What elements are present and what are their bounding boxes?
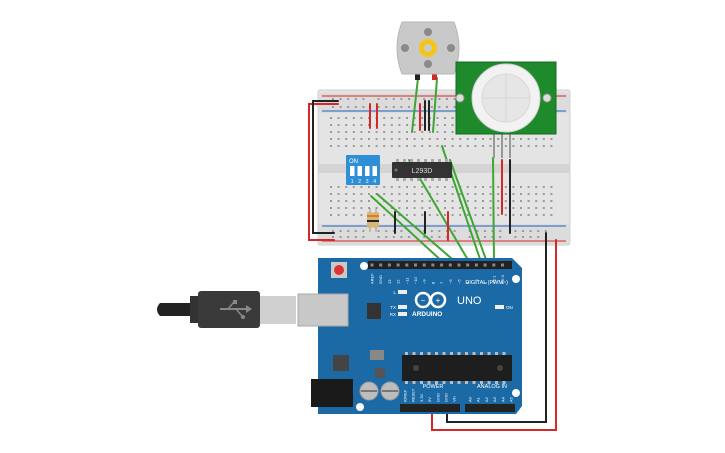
pir-dome-icon [471,63,541,133]
wire-signal-6[interactable] [492,157,495,266]
pin-label: 4 [465,281,470,284]
reset-button[interactable] [331,262,347,278]
header-pin[interactable] [379,263,383,267]
svg-text:−: − [421,296,426,305]
wire-signal-5[interactable] [449,159,489,266]
header-pin[interactable] [414,263,417,267]
led-l: L [393,290,407,295]
pir-sensor[interactable] [455,61,557,158]
pin-label: ~5 [457,279,462,284]
dip-toggle[interactable] [357,166,363,176]
power-header[interactable] [400,404,460,412]
analog-header[interactable] [465,404,515,412]
svg-text:TX: TX [390,305,396,310]
header-pin[interactable] [492,263,496,267]
header-pin[interactable] [387,263,391,267]
pin-label: 5V [427,397,432,402]
model-label: UNO [457,295,482,307]
wire-signal-2[interactable] [376,193,460,266]
dip-position-label: 3 [366,179,369,185]
header-pin[interactable] [396,263,400,267]
resistor-2[interactable] [373,208,379,232]
dip-position-label: 1 [351,179,354,185]
header-pin[interactable] [466,263,470,267]
wire-black-right[interactable] [446,232,547,423]
pin-label: RX 0 [500,274,505,284]
dip-toggle[interactable] [365,166,370,176]
pin-label: 2 [483,281,488,284]
gear-icon [419,39,437,57]
pin-label: A1 [476,396,481,402]
pin-label: GND [378,275,383,284]
header-pin[interactable] [448,263,452,267]
wire-red-right[interactable] [431,239,557,431]
pin-label: GND [435,393,440,402]
pin-label: A0 [468,396,473,402]
led-on: ON [495,305,513,310]
wire-signal-1[interactable] [370,195,447,266]
pin-label: 7 [439,281,444,284]
pin-label: 12 [396,279,401,284]
dip-on-label: ON [349,159,358,165]
pin-label: ~9 [422,279,427,284]
pin-label: A3 [492,396,497,402]
pin-label: A2 [484,396,489,402]
svg-text:RX: RX [390,312,396,317]
wire-red-left[interactable] [308,103,339,241]
header-pin[interactable] [457,263,461,267]
header-pin[interactable] [440,263,444,267]
header-pin[interactable] [483,263,487,267]
infinity-logo-icon: − + [414,291,447,309]
usb-cable[interactable] [157,291,296,328]
chip-label: L293D [412,168,433,175]
usb-icon [220,300,252,319]
pin-label: 8 [430,281,435,284]
svg-text:ON: ON [506,305,513,310]
header-pin[interactable] [370,263,374,267]
power-label: POWER [423,384,444,390]
header-pin[interactable] [405,263,409,267]
pin-label: A5 [509,396,514,402]
pin-label: ~6 [448,279,453,284]
wire-black-left[interactable] [312,100,339,234]
pin-label: A4 [500,396,505,402]
pin-label: 13 [387,279,392,284]
l293d-chip[interactable]: L293D [392,159,452,181]
pin-label: RESET [411,388,416,402]
header-pin[interactable] [422,263,426,267]
pin-label: AREF [370,273,375,284]
svg-text:L: L [393,290,396,295]
dip-toggle[interactable] [350,166,355,176]
led-rx: RX [390,312,407,317]
header-pin[interactable] [431,263,435,267]
pin-label: 3.3V [419,393,424,402]
dip-toggle[interactable] [372,166,378,176]
pin-label: ~3 [474,279,479,284]
svg-text:+: + [436,296,441,305]
pin-label: ~10 [413,276,418,284]
digital-label: DIGITAL (PWM~) [465,280,508,286]
analog-label: ANALOG IN [477,384,507,390]
brand-label: ARDUINO [412,311,442,318]
pin-label: GND [444,393,449,402]
wire-motor-green-2[interactable] [432,77,438,133]
header-pin[interactable] [474,263,478,267]
dip-position-label: 4 [373,179,376,185]
pin-label: IOREF [403,389,408,402]
resistor-1[interactable] [367,208,373,232]
pin-label: ~11 [404,277,409,284]
header-pin[interactable] [501,263,504,267]
digital-header[interactable] [368,261,512,269]
pin-label: TX 1 [491,275,496,284]
pin-label: Vin [452,396,457,402]
dc-motor[interactable] [396,21,460,80]
led-tx: TX [390,305,407,310]
dip-position-label: 2 [358,179,361,185]
wire-motor-green-1[interactable] [411,77,419,133]
atmega-chip [402,352,512,384]
